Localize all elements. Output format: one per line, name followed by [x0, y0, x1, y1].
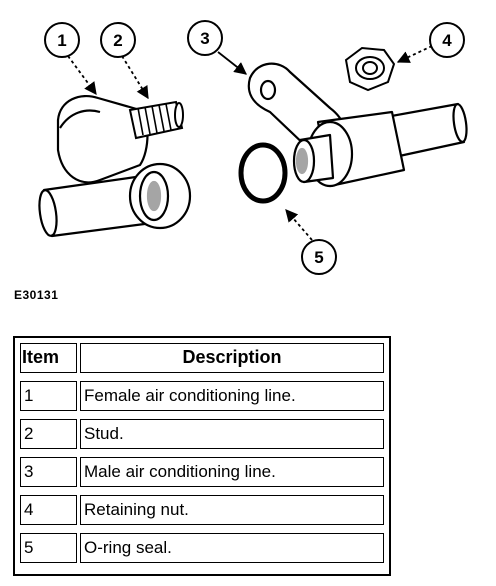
svg-text:5: 5: [314, 248, 323, 267]
svg-text:2: 2: [113, 31, 122, 50]
callout-leaders: [67, 45, 433, 241]
item-column-header: Item: [20, 343, 77, 373]
item-number: 1: [20, 381, 77, 411]
item-number: 4: [20, 495, 77, 525]
callout-5: 5: [301, 239, 337, 275]
item-number: 5: [20, 533, 77, 563]
item-number: 2: [20, 419, 77, 449]
item-description: Female air conditioning line.: [80, 381, 384, 411]
table-row: 5 O-ring seal.: [20, 533, 384, 563]
svg-text:4: 4: [442, 31, 452, 50]
svg-text:3: 3: [200, 29, 209, 48]
figure-reference-code: E30131: [14, 288, 59, 302]
retaining-nut-part: [344, 46, 396, 92]
item-number: 3: [20, 457, 77, 487]
stud-part: [128, 100, 184, 140]
male-line-part: [247, 62, 468, 188]
o-ring-seal-part: [238, 142, 288, 204]
description-column-header: Description: [80, 343, 384, 373]
item-description: Stud.: [80, 419, 384, 449]
exploded-view-diagram: 1 2 3 4 5: [38, 20, 468, 275]
legend-header-row: Item Description: [20, 343, 384, 373]
table-row: 2 Stud.: [20, 419, 384, 449]
svg-text:1: 1: [57, 31, 66, 50]
callout-3: 3: [187, 20, 223, 56]
table-row: 3 Male air conditioning line.: [20, 457, 384, 487]
callout-2: 2: [100, 22, 136, 58]
table-row: 4 Retaining nut.: [20, 495, 384, 525]
female-line-part: [38, 94, 192, 238]
item-description: O-ring seal.: [80, 533, 384, 563]
item-description: Male air conditioning line.: [80, 457, 384, 487]
callout-4: 4: [429, 22, 465, 58]
callout-1: 1: [44, 22, 80, 58]
parts-legend-table: Item Description 1 Female air conditioni…: [13, 336, 391, 576]
table-row: 1 Female air conditioning line.: [20, 381, 384, 411]
item-description: Retaining nut.: [80, 495, 384, 525]
